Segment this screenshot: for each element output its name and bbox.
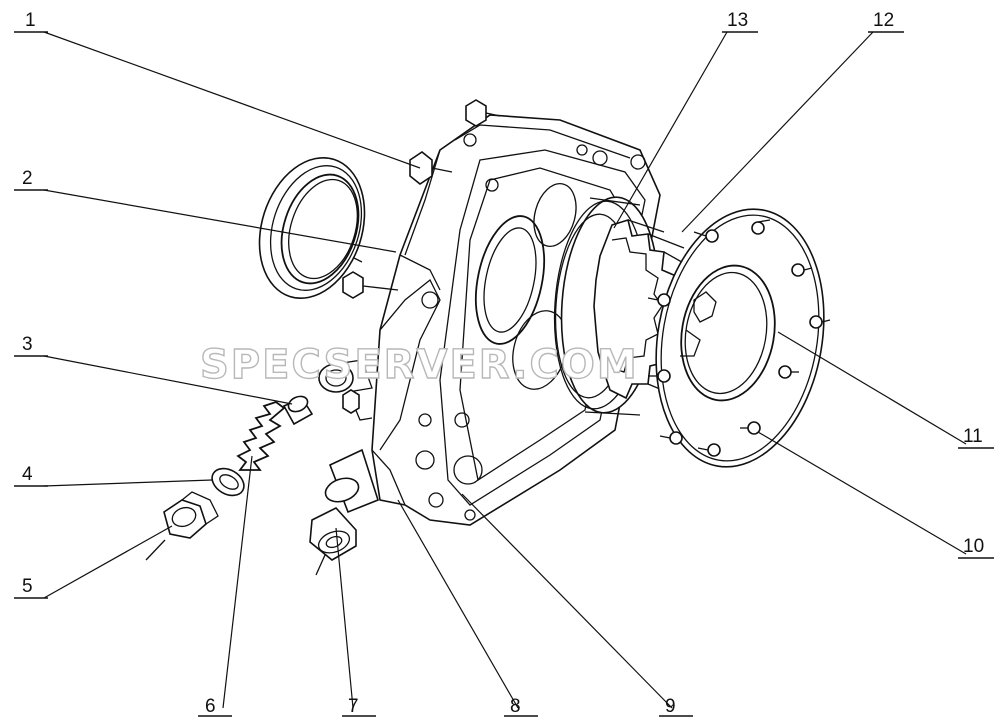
callout-label-8: 8 (510, 696, 521, 717)
callout-1: 1 (14, 10, 48, 33)
callout-label-3: 3 (22, 334, 33, 355)
plug-screw (145, 491, 219, 561)
relief-valve-spring (236, 400, 286, 471)
callout-label-7: 7 (348, 696, 359, 717)
callout-8: 8 (504, 696, 538, 717)
callout-label-6: 6 (205, 696, 216, 717)
callout-label-13: 13 (727, 10, 748, 31)
sealing-washer (211, 467, 245, 497)
callout-9: 9 (659, 696, 693, 717)
callout-12: 12 (868, 10, 904, 33)
callout-6: 6 (198, 696, 232, 717)
callout-7: 7 (342, 696, 376, 717)
callout-11: 11 (958, 426, 994, 449)
callout-4: 4 (14, 464, 48, 487)
callout-3: 3 (14, 334, 48, 357)
callout-label-5: 5 (22, 576, 33, 597)
oil-seal (258, 157, 366, 299)
watermark-text: SPECSERVER.COM (200, 342, 639, 388)
callout-13: 13 (722, 10, 758, 33)
callout-label-10: 10 (963, 536, 984, 557)
leader-lines (43, 31, 967, 709)
callout-label-11: 11 (963, 426, 983, 447)
callout-label-4: 4 (22, 464, 33, 485)
callout-label-2: 2 (22, 168, 33, 189)
callout-label-12: 12 (873, 10, 894, 31)
cover-bolts (647, 219, 831, 457)
outlet-fitting (309, 507, 357, 576)
housing-bolts (342, 99, 501, 414)
callout-10: 10 (958, 536, 994, 559)
callout-label-9: 9 (665, 696, 676, 717)
pump-cover (655, 208, 825, 468)
relief-valve-plunger (282, 395, 314, 426)
callout-label-1: 1 (25, 10, 36, 31)
callout-5: 5 (14, 576, 48, 599)
callout-2: 2 (14, 168, 48, 191)
